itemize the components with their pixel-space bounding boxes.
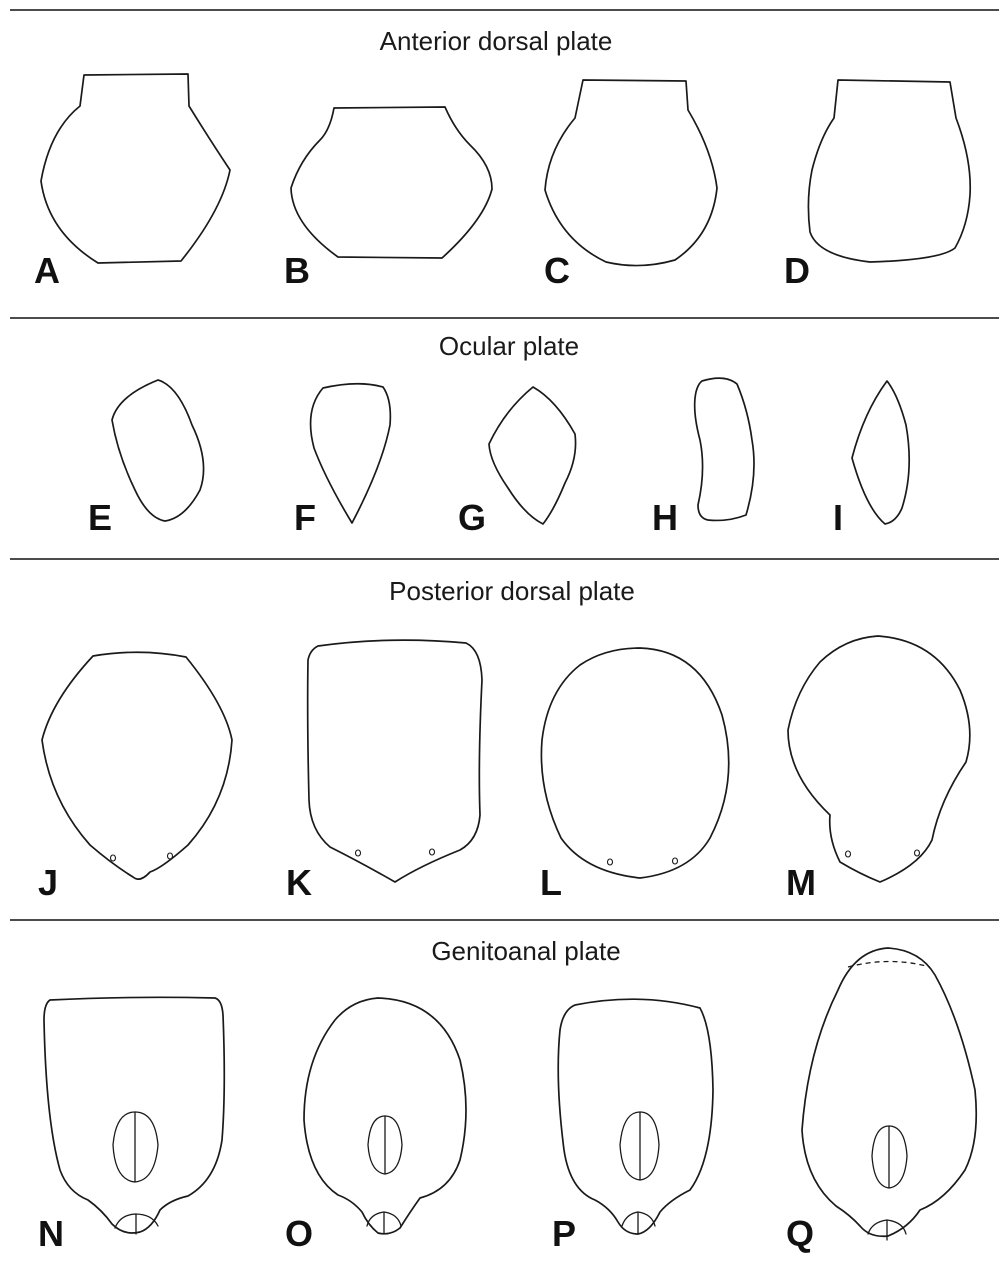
plate-outline (545, 80, 717, 266)
ocular-plate-h: H (652, 378, 754, 538)
panel-label: D (784, 250, 810, 291)
plate-outline (852, 381, 909, 524)
panel-label: A (34, 250, 60, 291)
posterior-plate-l: L (540, 648, 729, 903)
ocular-plate-i: I (833, 381, 909, 538)
pore-marker (111, 855, 116, 861)
genitoanal-plate-q: Q (786, 948, 976, 1254)
plate-outline (112, 380, 204, 521)
ocular-plate-e: E (88, 380, 204, 538)
ocular-plate-g: G (458, 387, 576, 538)
section-title: Posterior dorsal plate (389, 576, 635, 606)
plate-outline (291, 107, 492, 258)
pore-marker (430, 849, 435, 855)
panel-label: Q (786, 1213, 814, 1254)
panel-label: J (38, 862, 58, 903)
pore-marker (673, 858, 678, 864)
section-title: Ocular plate (439, 331, 579, 361)
plate-outline (42, 652, 232, 879)
plate-outline (44, 997, 224, 1233)
plate-outline (788, 636, 970, 882)
panel-label: E (88, 497, 112, 538)
pore-marker (846, 851, 851, 857)
plate-outline (558, 999, 713, 1234)
plate-outline (808, 80, 970, 262)
section-title: Genitoanal plate (431, 936, 620, 966)
section-ocular-plate: Ocular plate E F G H I (88, 331, 909, 538)
panel-label: G (458, 497, 486, 538)
posterior-plate-k: K (286, 640, 482, 903)
pore-marker (168, 853, 173, 859)
panel-label: K (286, 862, 312, 903)
panel-label: M (786, 862, 816, 903)
panel-label: L (540, 862, 562, 903)
genitoanal-plate-o: O (285, 998, 466, 1254)
section-posterior-dorsal-plate: Posterior dorsal plate J K L M (38, 576, 970, 903)
plate-outline (308, 640, 482, 882)
posterior-plate-j: J (38, 652, 232, 903)
ocular-plate-f: F (294, 384, 390, 538)
panel-label: B (284, 250, 310, 291)
section-title: Anterior dorsal plate (380, 26, 613, 56)
panel-label: N (38, 1213, 64, 1254)
plate-outline (311, 384, 391, 523)
panel-label: F (294, 497, 316, 538)
anterior-plate-a: A (34, 74, 230, 291)
anterior-plate-b: B (284, 107, 492, 291)
posterior-plate-m: M (786, 636, 970, 903)
panel-label: O (285, 1213, 313, 1254)
plate-outline (802, 948, 976, 1236)
panel-label: C (544, 250, 570, 291)
plate-outline (489, 387, 576, 524)
plate-dashed-line (848, 962, 930, 968)
genitoanal-plate-p: P (552, 999, 713, 1254)
plate-outline (695, 378, 754, 520)
pore-marker (608, 859, 613, 865)
anterior-plate-d: D (784, 80, 970, 291)
anterior-plate-c: C (544, 80, 717, 291)
plate-outline (41, 74, 230, 263)
section-genitoanal-plate: Genitoanal plate N O P (38, 936, 976, 1254)
panel-label: I (833, 497, 843, 538)
pore-marker (356, 850, 361, 856)
genitoanal-plate-n: N (38, 997, 224, 1254)
plate-outline (541, 648, 728, 878)
pore-marker (915, 850, 920, 856)
panel-label: H (652, 497, 678, 538)
section-anterior-dorsal-plate: Anterior dorsal plate A B C D (34, 26, 970, 291)
panel-label: P (552, 1213, 576, 1254)
